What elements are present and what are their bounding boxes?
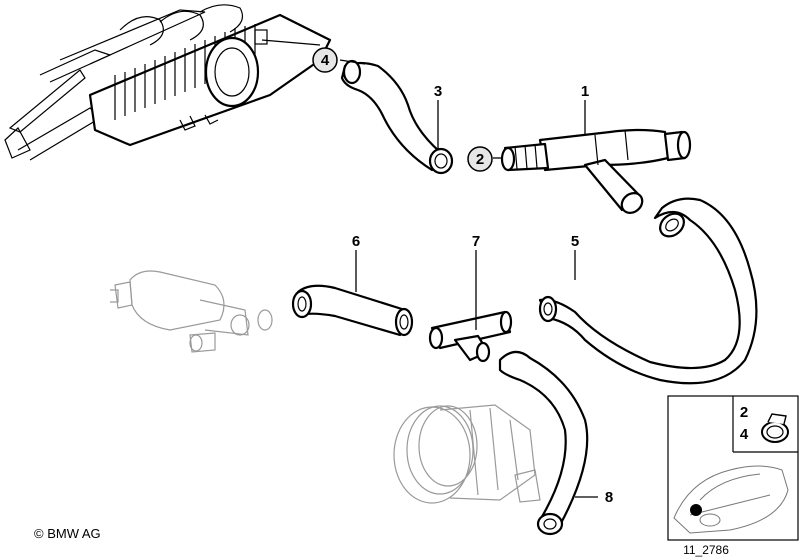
part-label-7: 7 [472, 233, 480, 250]
hose-6-illustration [291, 284, 414, 337]
intake-manifold-illustration [4, 4, 332, 161]
car-location-icon [673, 465, 789, 534]
svg-text:2: 2 [476, 151, 484, 168]
inset-panel: 2 4 [667, 395, 799, 541]
hose-8-illustration [498, 350, 589, 536]
svg-text:3: 3 [434, 83, 442, 100]
part-label-8: 8 [605, 489, 613, 506]
inset-label-2: 2 [740, 404, 748, 421]
svg-text:5: 5 [571, 233, 579, 250]
svg-text:8: 8 [605, 489, 613, 506]
part-label-5: 5 [571, 233, 579, 250]
leader-lines [261, 39, 598, 498]
svg-text:6: 6 [352, 233, 360, 250]
svg-text:1: 1 [581, 83, 589, 100]
part-label-2: 2 [467, 146, 493, 172]
hose-1-illustration [500, 128, 692, 214]
copyright-text: © BMW AG [34, 526, 101, 541]
part-label-6: 6 [352, 233, 360, 250]
part-label-3: 3 [434, 83, 442, 100]
air-intake-boot-illustration-grey [393, 404, 541, 504]
pump-illustration-grey [110, 270, 273, 353]
hose-5-illustration [538, 197, 758, 385]
part-label-1: 1 [581, 83, 589, 100]
svg-text:7: 7 [472, 233, 480, 250]
hose-3-illustration [340, 59, 454, 175]
inset-label-4: 4 [740, 426, 749, 443]
drawing-number: 11_2786 [683, 543, 729, 557]
hose-clamp-icon [761, 413, 789, 443]
svg-text:4: 4 [321, 52, 330, 69]
part-label-4: 4 [312, 47, 338, 73]
connector-7-illustration [428, 310, 513, 363]
